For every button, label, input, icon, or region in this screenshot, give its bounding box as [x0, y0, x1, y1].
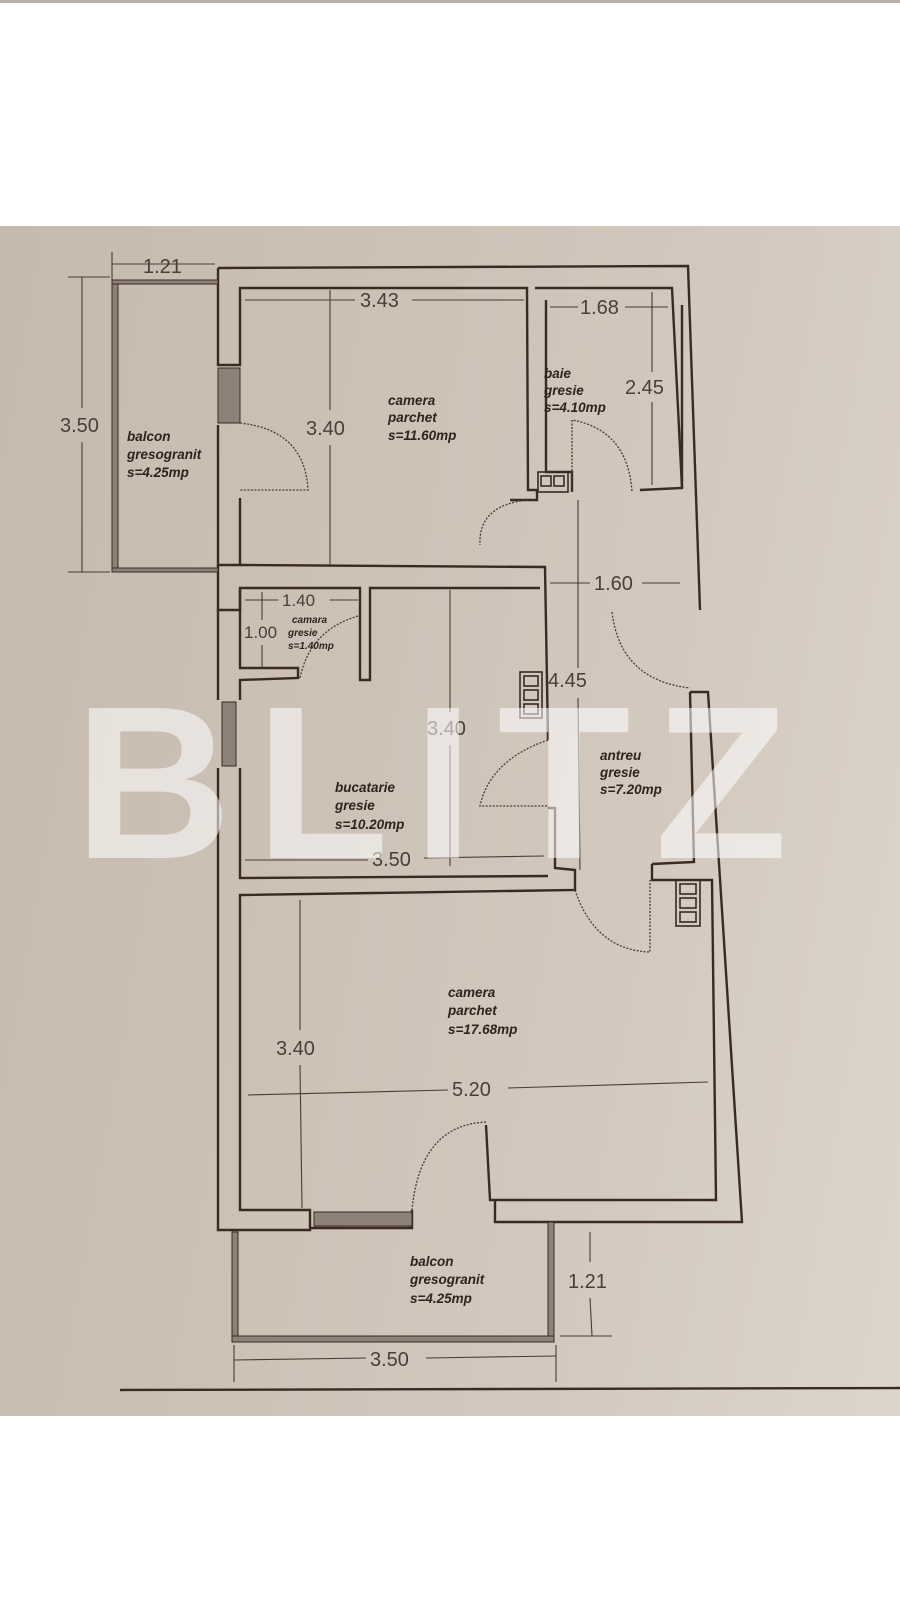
dim-baie-width: 1.68 [580, 297, 619, 319]
room-finish: parchet [387, 410, 437, 425]
room-area: s=11.60mp [388, 428, 456, 443]
dim-baie-height: 2.45 [625, 377, 664, 399]
outer-walls [216, 264, 744, 1232]
dim-bucatarie-width: 3.50 [372, 849, 411, 871]
room-name: balcon [410, 1254, 454, 1269]
dim-camara-height: 1.00 [244, 623, 277, 642]
room-name: bucatarie [335, 780, 396, 795]
room-area: s=4.25mp [127, 465, 189, 480]
dim-antreu-height: 4.45 [548, 670, 587, 692]
room-finish: gresie [334, 798, 375, 813]
room-balcon-top: balcon gresogranit s=4.25mp [126, 429, 202, 480]
room-camara: camara gresie s=1.40mp [287, 615, 334, 652]
room-balcon-bottom: balcon gresogranit s=4.25mp [409, 1254, 485, 1306]
doors [239, 419, 691, 1211]
room-area: s=1.40mp [288, 641, 334, 652]
photo-top-edge [0, 0, 900, 3]
dim-camera2-height: 3.40 [276, 1038, 315, 1060]
balcony-top [111, 279, 241, 573]
dim-antreu-width: 1.60 [594, 573, 633, 595]
room-camera-2: camera parchet s=17.68mp [447, 985, 517, 1037]
room-finish: gresie [599, 765, 640, 780]
room-finish: gresie [287, 628, 318, 639]
dim-camera1-width: 3.43 [360, 290, 399, 312]
dim-balcon-bottom-height: 1.21 [568, 1271, 607, 1293]
room-name: camera [448, 985, 496, 1000]
room-antreu: antreu gresie s=7.20mp [599, 748, 662, 797]
room-finish: gresogranit [409, 1272, 485, 1287]
vent-shafts [519, 471, 701, 927]
room-name: camera [388, 393, 436, 408]
room-name: baie [544, 366, 572, 381]
room-name: camara [292, 615, 327, 626]
dim-bucatarie-height: 3.40 [427, 718, 466, 740]
room-area: s=4.25mp [410, 1291, 472, 1306]
dim-balcon-top-height: 3.50 [60, 415, 99, 437]
room-bucatarie: bucatarie gresie s=10.20mp [334, 780, 404, 832]
room-name: antreu [600, 748, 642, 763]
room-finish: gresie [543, 383, 584, 398]
dimension-lines [68, 252, 900, 1392]
room-baie: baie gresie s=4.10mp [543, 366, 606, 415]
room-finish: gresogranit [126, 447, 202, 462]
dim-camera2-width: 5.20 [452, 1079, 491, 1101]
dim-balcon-top-width: 1.21 [143, 256, 182, 278]
dim-camera1-height: 3.40 [306, 418, 345, 440]
dim-camara-width: 1.40 [282, 591, 315, 610]
dim-balcon-bottom-width: 3.50 [370, 1349, 409, 1371]
room-area: s=7.20mp [600, 782, 662, 797]
room-area: s=10.20mp [335, 817, 404, 832]
room-camera-1: camera parchet s=11.60mp [387, 393, 456, 443]
room-finish: parchet [447, 1003, 497, 1018]
room-name: balcon [127, 429, 171, 444]
room-area: s=4.10mp [544, 400, 606, 415]
balcony-bottom [231, 1211, 555, 1343]
room-area: s=17.68mp [448, 1022, 517, 1037]
kitchen-window [221, 701, 237, 767]
